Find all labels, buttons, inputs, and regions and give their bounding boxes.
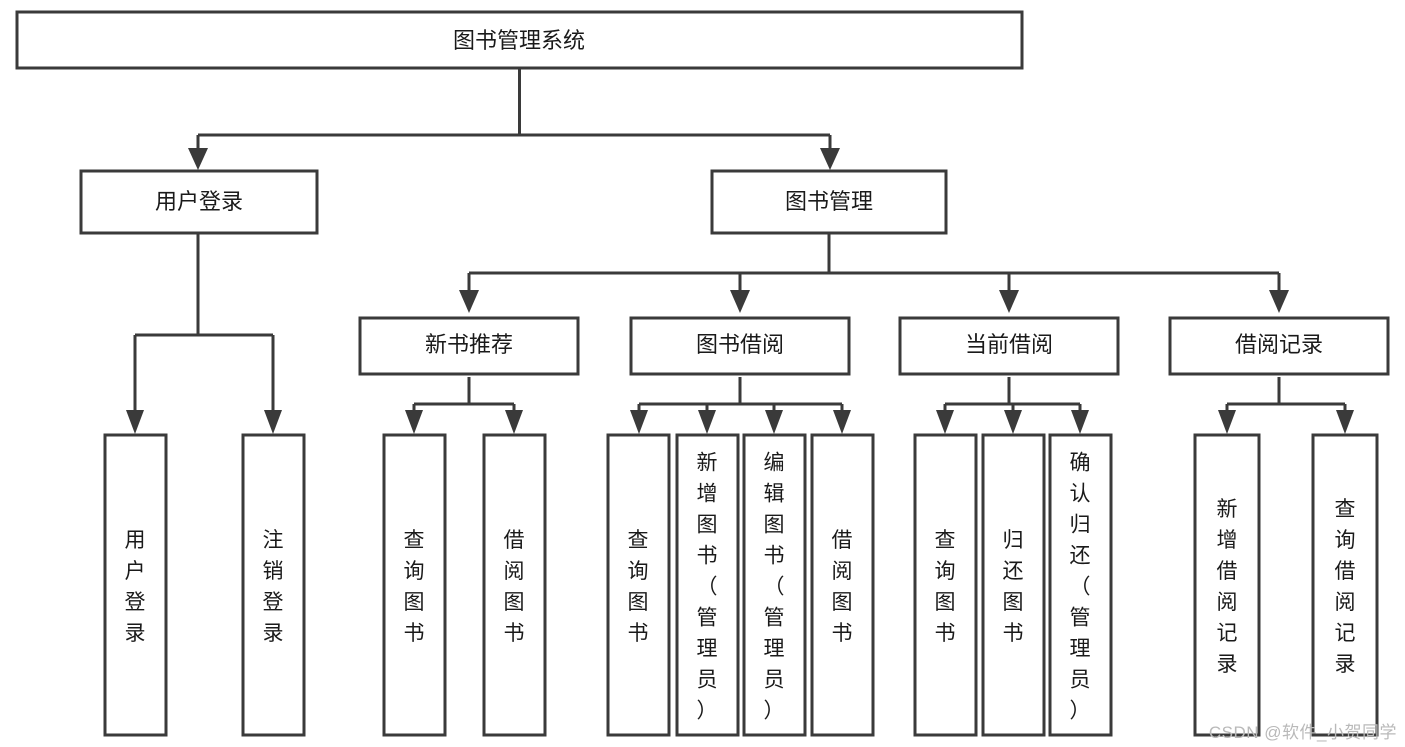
node-leaf-edit-book-label: 编辑图书（管理员） — [764, 452, 785, 723]
node-leaf-logout-login-label: 注销登录 — [263, 529, 284, 645]
node-leaf-confirm-return-box[interactable] — [1048, 433, 1113, 737]
node-current-borrow-box[interactable] — [898, 316, 1120, 376]
node-borrow-record-label: 借阅记录 — [1235, 332, 1323, 357]
node-book-manage[interactable]: 图书管理 — [710, 169, 948, 235]
arrowhead-leaf-borrow-book-2 — [833, 410, 851, 434]
node-current-borrow-label: 当前借阅 — [965, 332, 1053, 357]
arrowhead-leaf-logout-login — [264, 410, 282, 434]
node-leaf-add-record-label: 新增借阅记录 — [1217, 498, 1238, 676]
node-leaf-query-record-box[interactable] — [1311, 433, 1379, 737]
node-root-label: 图书管理系统 — [453, 28, 585, 53]
arrowhead-borrow-record — [1269, 290, 1289, 313]
node-leaf-user-login[interactable]: 用户登录 — [103, 433, 168, 737]
node-leaf-query-book-1[interactable]: 查询图书 — [382, 433, 447, 737]
node-leaf-return-book-label: 归还图书 — [1003, 529, 1024, 645]
node-leaf-add-record[interactable]: 新增借阅记录 — [1193, 433, 1261, 737]
node-leaf-add-book-box[interactable] — [675, 433, 740, 737]
arrowhead-user-login — [188, 148, 208, 170]
node-new-book-recommend-box[interactable] — [358, 316, 580, 376]
node-leaf-borrow-book-1-box[interactable] — [482, 433, 547, 737]
node-book-borrow-box[interactable] — [629, 316, 851, 376]
node-leaf-add-book-label: 新增图书（管理员） — [697, 452, 718, 723]
node-book-manage-box[interactable] — [710, 169, 948, 235]
arrowhead-leaf-borrow-book-1 — [505, 410, 523, 434]
node-leaf-logout-login[interactable]: 注销登录 — [241, 433, 306, 737]
node-leaf-query-record-label: 查询借阅记录 — [1335, 498, 1356, 676]
node-root[interactable]: 图书管理系统 — [15, 10, 1024, 70]
node-leaf-return-book-box[interactable] — [981, 433, 1046, 737]
node-leaf-return-book[interactable]: 归还图书 — [981, 433, 1046, 737]
node-leaf-query-book-3-label: 查询图书 — [935, 529, 956, 645]
node-leaf-user-login-label: 用户登录 — [125, 529, 146, 645]
node-leaf-query-book-1-label: 查询图书 — [404, 529, 425, 645]
node-book-manage-label: 图书管理 — [785, 189, 873, 214]
node-borrow-record-box[interactable] — [1168, 316, 1390, 376]
node-leaf-confirm-return-label: 确认归还（管理员） — [1070, 452, 1091, 723]
node-leaf-edit-book[interactable]: 编辑图书（管理员） — [742, 433, 807, 737]
node-leaf-query-book-3[interactable]: 查询图书 — [913, 433, 978, 737]
node-leaf-borrow-book-2-label: 借阅图书 — [832, 529, 853, 645]
node-leaf-edit-book-box[interactable] — [742, 433, 807, 737]
node-leaf-query-record[interactable]: 查询借阅记录 — [1311, 433, 1379, 737]
connector-layer — [126, 68, 1354, 434]
arrowhead-leaf-query-book-1 — [405, 410, 423, 434]
node-new-book-recommend-label: 新书推荐 — [425, 332, 513, 357]
arrowhead-leaf-query-book-2 — [630, 410, 648, 434]
node-leaf-query-book-1-box[interactable] — [382, 433, 447, 737]
node-leaf-query-book-3-box[interactable] — [913, 433, 978, 737]
node-leaf-borrow-book-2[interactable]: 借阅图书 — [810, 433, 875, 737]
node-user-login[interactable]: 用户登录 — [79, 169, 319, 235]
node-leaf-confirm-return[interactable]: 确认归还（管理员） — [1048, 433, 1113, 737]
arrowhead-leaf-query-book-3 — [936, 410, 954, 434]
node-book-borrow-label: 图书借阅 — [696, 332, 784, 357]
node-leaf-query-book-2-label: 查询图书 — [628, 529, 649, 645]
arrowhead-leaf-add-record — [1218, 410, 1236, 434]
arrowhead-current-borrow — [999, 290, 1019, 313]
arrowhead-book-borrow — [730, 290, 750, 313]
node-borrow-record[interactable]: 借阅记录 — [1168, 316, 1390, 376]
node-book-borrow[interactable]: 图书借阅 — [629, 316, 851, 376]
node-user-login-label: 用户登录 — [155, 189, 243, 214]
node-leaf-add-record-box[interactable] — [1193, 433, 1261, 737]
csdn-watermark: CSDN @软件_小贺同学 — [1208, 723, 1397, 742]
node-leaf-query-book-2[interactable]: 查询图书 — [606, 433, 671, 737]
arrowhead-new-book-recommend — [459, 290, 479, 313]
node-leaf-logout-login-box[interactable] — [241, 433, 306, 737]
node-leaf-borrow-book-1-label: 借阅图书 — [504, 529, 525, 645]
node-leaf-add-book[interactable]: 新增图书（管理员） — [675, 433, 740, 737]
node-leaf-query-book-2-box[interactable] — [606, 433, 671, 737]
node-leaf-user-login-box[interactable] — [103, 433, 168, 737]
arrowhead-leaf-query-record — [1336, 410, 1354, 434]
node-current-borrow[interactable]: 当前借阅 — [898, 316, 1120, 376]
arrowhead-leaf-add-book — [698, 410, 716, 434]
arrowhead-leaf-return-book — [1004, 410, 1022, 434]
node-new-book-recommend[interactable]: 新书推荐 — [358, 316, 580, 376]
node-root-box[interactable] — [15, 10, 1024, 70]
node-leaf-borrow-book-2-box[interactable] — [810, 433, 875, 737]
arrowhead-book-manage — [820, 148, 840, 170]
node-user-login-box[interactable] — [79, 169, 319, 235]
arrowhead-leaf-user-login — [126, 410, 144, 434]
node-leaf-borrow-book-1[interactable]: 借阅图书 — [482, 433, 547, 737]
arrowhead-leaf-edit-book — [765, 410, 783, 434]
arrowhead-leaf-confirm-return — [1071, 410, 1089, 434]
